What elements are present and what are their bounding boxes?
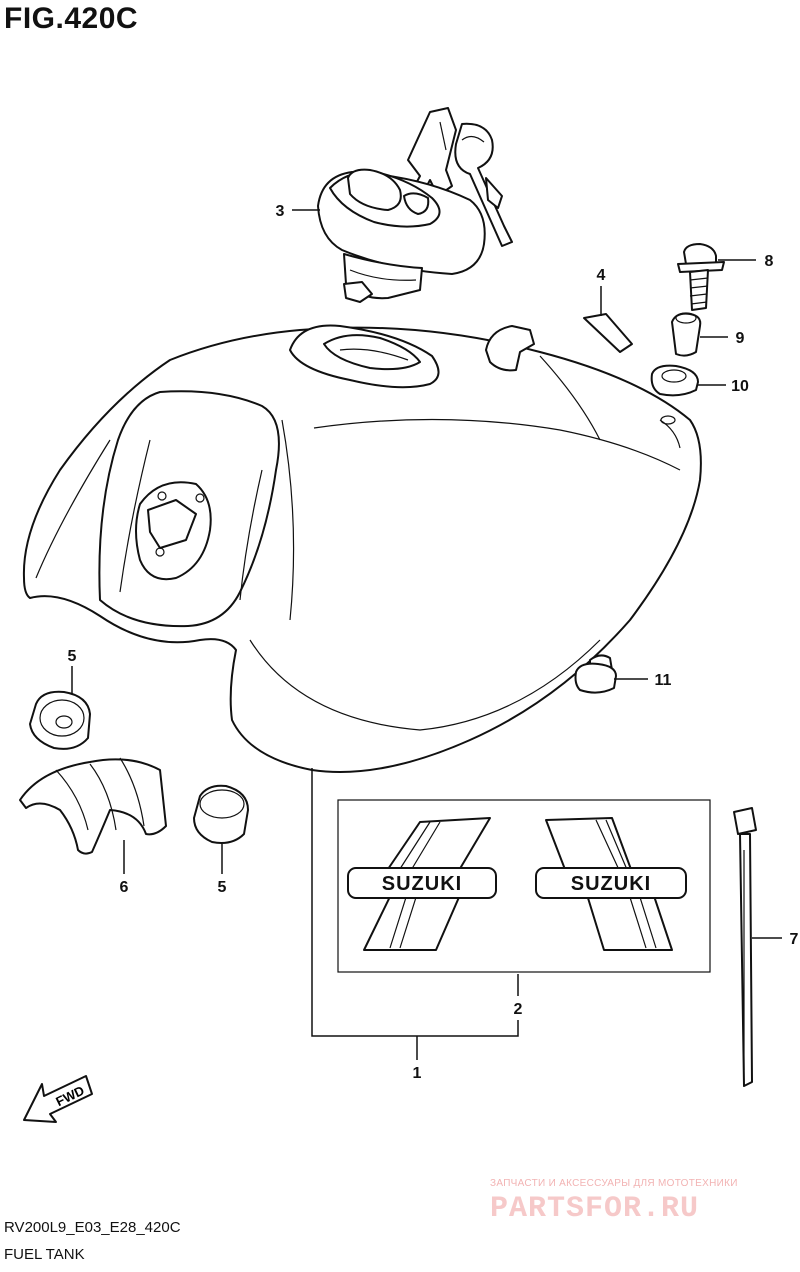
cable-tie[interactable] [733,807,757,1087]
section-name: FUEL TANK [4,1246,85,1263]
callout-1: 1 [413,1065,422,1082]
callout-5-lower: 5 [218,879,227,896]
callout-4: 4 [597,267,606,284]
drawing-code: RV200L9_E03_E28_420C [4,1219,181,1236]
callout-3: 3 [276,203,285,220]
emblem-text-left: SUZUKI [382,873,462,895]
emblem-set[interactable] [337,799,711,973]
cushion-5-upper[interactable] [29,690,91,750]
leader-lines [71,209,782,1060]
callout-8: 8 [765,253,774,270]
cushion-6[interactable] [19,757,167,855]
cushion-11[interactable] [574,654,617,694]
fwd-arrow [23,1075,93,1123]
cushion-10[interactable] [650,364,699,397]
callout-11: 11 [655,672,672,689]
callout-9: 9 [736,330,745,347]
callout-10: 10 [731,378,749,395]
watermark-tagline: ЗАПЧАСТИ И АКСЕССУАРЫ ДЛЯ МОТОТЕХНИКИ [490,1178,738,1189]
callout-7: 7 [790,931,799,948]
cushion-5-lower[interactable] [193,784,249,844]
fuel-cap[interactable] [317,107,513,303]
watermark-logo: PARTSFOR.RU [490,1192,700,1226]
bolt[interactable] [677,243,725,311]
figure-title: FIG.420C [4,2,139,35]
emblem-text-right: SUZUKI [571,873,651,895]
callout-5-upper: 5 [68,648,77,665]
fuel-tank[interactable] [22,324,702,773]
callout-6: 6 [120,879,129,896]
callout-2: 2 [514,1001,523,1018]
spacer[interactable] [671,312,702,357]
pad[interactable] [583,313,633,353]
